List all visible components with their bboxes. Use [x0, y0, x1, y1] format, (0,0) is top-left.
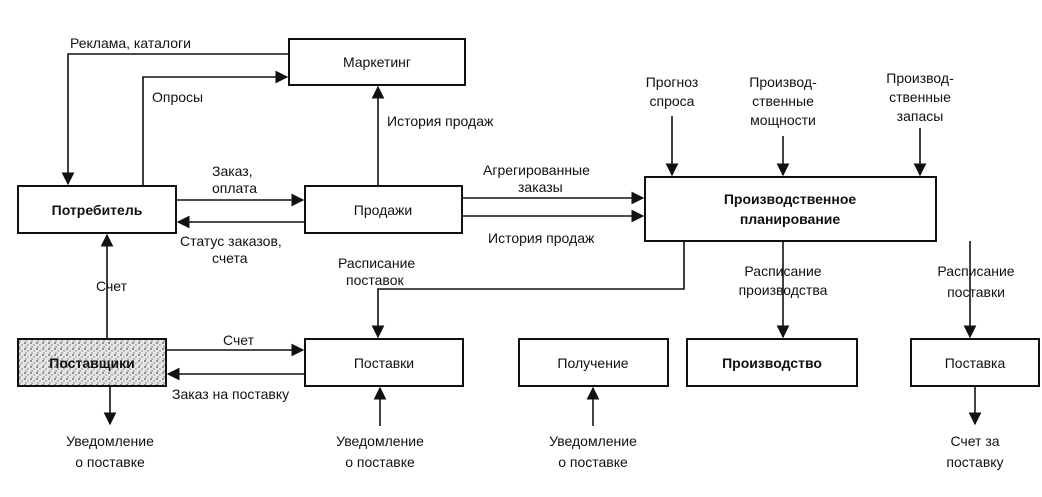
node-production-planning: Производственное планирование — [644, 176, 937, 242]
label-surveys: Опросы — [152, 89, 203, 105]
label-capacity-line1: Производ- — [749, 74, 817, 90]
label-stock-line3: запасы — [897, 108, 944, 124]
label-notice-2-line2: о поставке — [345, 454, 415, 470]
label-ads: Реклама, каталоги — [70, 35, 191, 51]
node-receiving-label: Получение — [557, 355, 628, 371]
label-notice-1-line1: Уведомление — [66, 433, 154, 449]
label-prod-schedule-line2: производства — [739, 282, 828, 298]
label-aggregated-line2: заказы — [518, 179, 563, 195]
label-capacity-line2: ственные — [752, 93, 814, 109]
label-supply-schedule-line1: Расписание — [338, 255, 415, 271]
label-sales-history-up: История продаж — [387, 113, 494, 129]
node-marketing-label: Маркетинг — [343, 54, 411, 70]
node-sales: Продажи — [304, 185, 463, 234]
label-capacity-line3: мощности — [750, 112, 816, 128]
edge-supply-schedule — [371, 241, 685, 339]
label-status-line2: счета — [212, 250, 248, 266]
label-supply-schedule-line2: поставок — [346, 272, 404, 288]
label-status-line1: Статус заказов, — [180, 233, 282, 249]
label-stock-line1: Производ- — [886, 70, 954, 86]
node-supplies-label: Поставки — [354, 355, 414, 371]
label-notice-3-line1: Уведомление — [549, 433, 637, 449]
label-prod-schedule-line1: Расписание — [744, 263, 821, 279]
edge-surveys — [142, 70, 289, 186]
node-delivery: Поставка — [910, 338, 1040, 387]
node-planning-label-line1: Производственное — [724, 191, 857, 207]
label-stock-line2: ственные — [889, 89, 951, 105]
label-order-line2: оплата — [212, 180, 257, 196]
label-notice-1-line2: о поставке — [75, 454, 145, 470]
node-supplies: Поставки — [304, 338, 464, 387]
label-forecast-line1: Прогноз — [646, 74, 699, 90]
node-marketing: Маркетинг — [288, 38, 466, 86]
label-supply-order: Заказ на поставку — [172, 386, 289, 402]
label-aggregated-line1: Агрегированные — [483, 162, 590, 178]
label-forecast-line2: спроса — [650, 93, 695, 109]
label-delivery-schedule-line2: поставки — [947, 284, 1005, 300]
node-consumer-label: Потребитель — [52, 202, 143, 218]
node-consumer: Потребитель — [17, 185, 177, 234]
node-receiving: Получение — [518, 338, 669, 387]
node-suppliers: Поставщики — [17, 338, 167, 387]
edge-ads — [61, 53, 289, 186]
label-final-invoice-line2: поставку — [946, 454, 1003, 470]
node-production: Производство — [686, 338, 858, 387]
node-production-label: Производство — [722, 355, 822, 371]
label-delivery-schedule-line1: Расписание — [937, 263, 1014, 279]
label-order-line1: Заказ, — [212, 163, 253, 179]
label-final-invoice-line1: Счет за — [950, 433, 999, 449]
label-notice-3-line2: о поставке — [558, 454, 628, 470]
label-invoice-mid: Счет — [223, 332, 255, 348]
label-notice-2-line1: Уведомление — [336, 433, 424, 449]
node-suppliers-label: Поставщики — [49, 355, 135, 371]
label-invoice-left: Счет — [96, 278, 128, 294]
label-sales-history-right: История продаж — [488, 230, 595, 246]
node-delivery-label: Поставка — [945, 355, 1006, 371]
node-planning-label-line2: планирование — [740, 211, 841, 227]
node-sales-label: Продажи — [354, 202, 412, 218]
